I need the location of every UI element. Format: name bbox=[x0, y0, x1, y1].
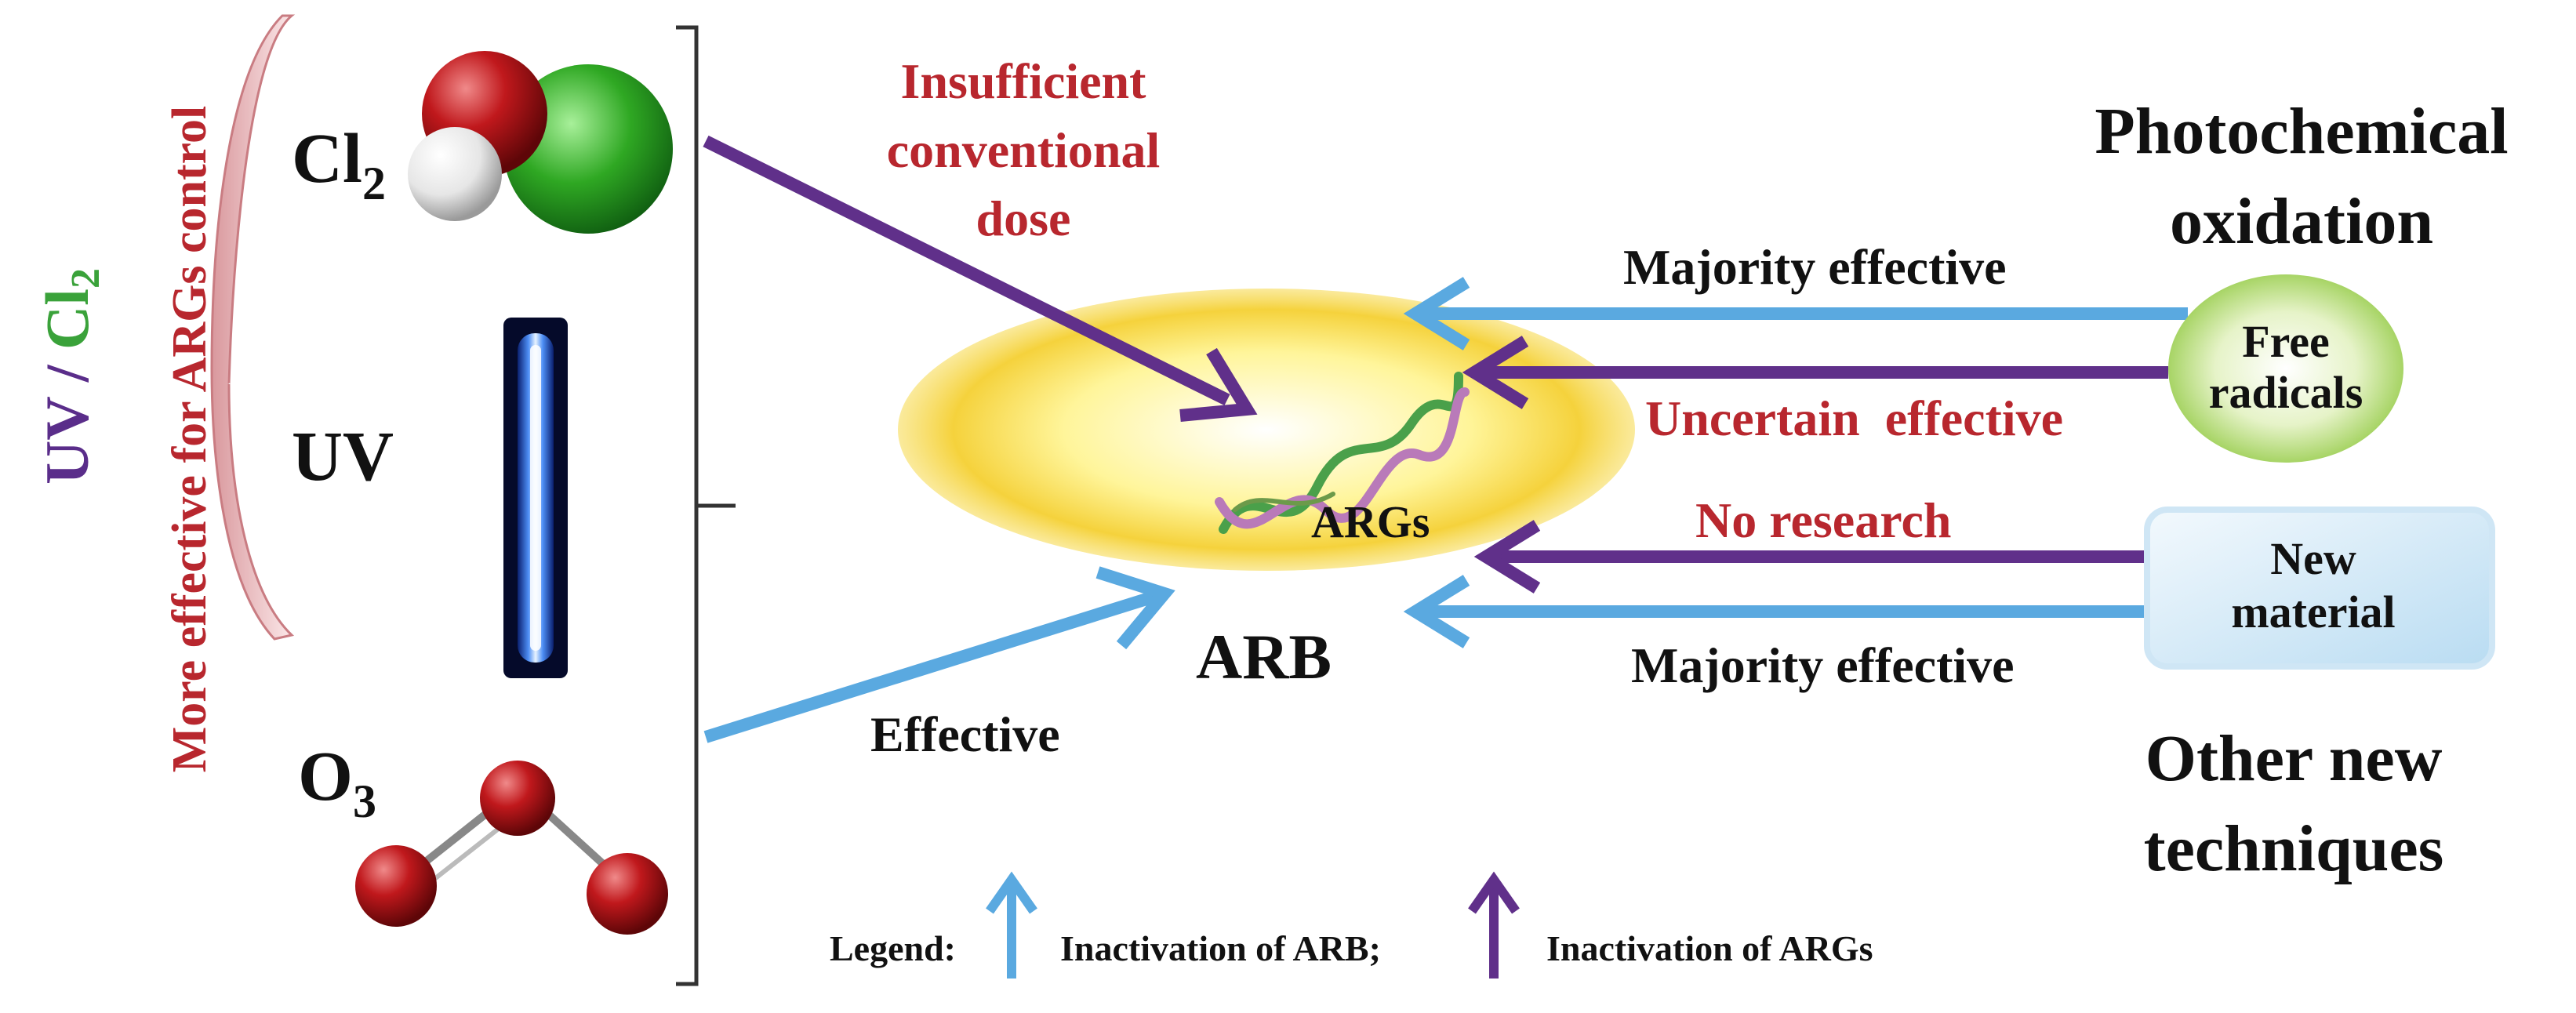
svg-text:techniques: techniques bbox=[2144, 812, 2444, 885]
svg-text:Other new: Other new bbox=[2145, 722, 2443, 795]
effective-label: Effective bbox=[870, 706, 1060, 762]
arrow-material-arb bbox=[1403, 575, 2149, 648]
combo-uv: UV bbox=[33, 397, 101, 485]
hocl-molecule-icon bbox=[408, 51, 673, 234]
legend: Legend: Inactivation of ARB; Inactivatio… bbox=[830, 871, 1873, 979]
svg-text:conventional: conventional bbox=[887, 122, 1160, 178]
arrow-label-no-research: No research bbox=[1695, 492, 1951, 548]
arrow-insufficient-dose bbox=[703, 135, 1258, 422]
ozone-molecule-icon bbox=[355, 761, 668, 935]
uv-lamp-icon bbox=[503, 318, 568, 678]
svg-text:Insufficient: Insufficient bbox=[901, 53, 1147, 109]
arrow-label-majority-effective-top: Majority effective bbox=[1623, 239, 2007, 295]
arrow-material-args bbox=[1473, 520, 2149, 594]
combo-cl-sub: 2 bbox=[64, 268, 108, 289]
label-o3: O3 bbox=[298, 738, 376, 827]
arb-cell-ellipse bbox=[898, 289, 1635, 571]
legend-args-label: Inactivation of ARGs bbox=[1546, 928, 1873, 968]
vertical-note: More effective for ARGs control bbox=[163, 106, 216, 772]
combo-cl: Cl bbox=[33, 289, 101, 350]
legend-title: Legend: bbox=[830, 928, 956, 968]
arrow-effective bbox=[703, 566, 1175, 743]
svg-text:dose: dose bbox=[976, 191, 1071, 246]
svg-text:Photochemical: Photochemical bbox=[2095, 95, 2508, 168]
vertical-note-group: More effective for ARGs control bbox=[163, 106, 216, 772]
insufficient-dose-label: Insufficient conventional dose bbox=[887, 53, 1160, 246]
free-radicals-label: Free radicals bbox=[2209, 316, 2363, 418]
arb-label: ARB bbox=[1196, 621, 1332, 692]
arrow-radicals-arb bbox=[1403, 277, 2188, 350]
svg-text:New: New bbox=[2270, 533, 2356, 584]
args-label: ARGs bbox=[1311, 496, 1430, 547]
svg-text:material: material bbox=[2231, 586, 2395, 637]
effectiveness-bracket bbox=[210, 14, 296, 641]
new-material-node bbox=[2144, 506, 2495, 670]
arrow-radicals-args bbox=[1462, 336, 2168, 409]
arrow-label-uncertain-effective: Uncertain effective bbox=[1645, 390, 2063, 446]
arrow-label-majority-effective-bottom: Majority effective bbox=[1631, 637, 2015, 693]
legend-args-arrow-icon bbox=[1468, 871, 1520, 979]
uv-cl2-combo-label: UV / Cl2 bbox=[33, 268, 108, 485]
svg-text:Free: Free bbox=[2242, 316, 2330, 367]
legend-arb-arrow-icon bbox=[986, 871, 1037, 979]
photochemical-oxidation-heading: Photochemical oxidation bbox=[2095, 95, 2508, 258]
legend-arb-label: Inactivation of ARB; bbox=[1060, 928, 1381, 968]
label-uv: UV bbox=[292, 418, 394, 496]
svg-text:oxidation: oxidation bbox=[2170, 185, 2433, 258]
label-cl2: Cl2 bbox=[292, 120, 386, 209]
combo-sep: / bbox=[33, 350, 101, 398]
free-radicals-node bbox=[2168, 274, 2403, 463]
svg-text:UV / Cl2: UV / Cl2 bbox=[33, 268, 108, 485]
svg-text:radicals: radicals bbox=[2209, 367, 2363, 418]
agents-bracket bbox=[676, 25, 736, 986]
other-techniques-heading: Other new techniques bbox=[2144, 722, 2444, 885]
args-dna-helix-icon bbox=[1215, 372, 1470, 534]
new-material-label: New material bbox=[2231, 533, 2395, 637]
